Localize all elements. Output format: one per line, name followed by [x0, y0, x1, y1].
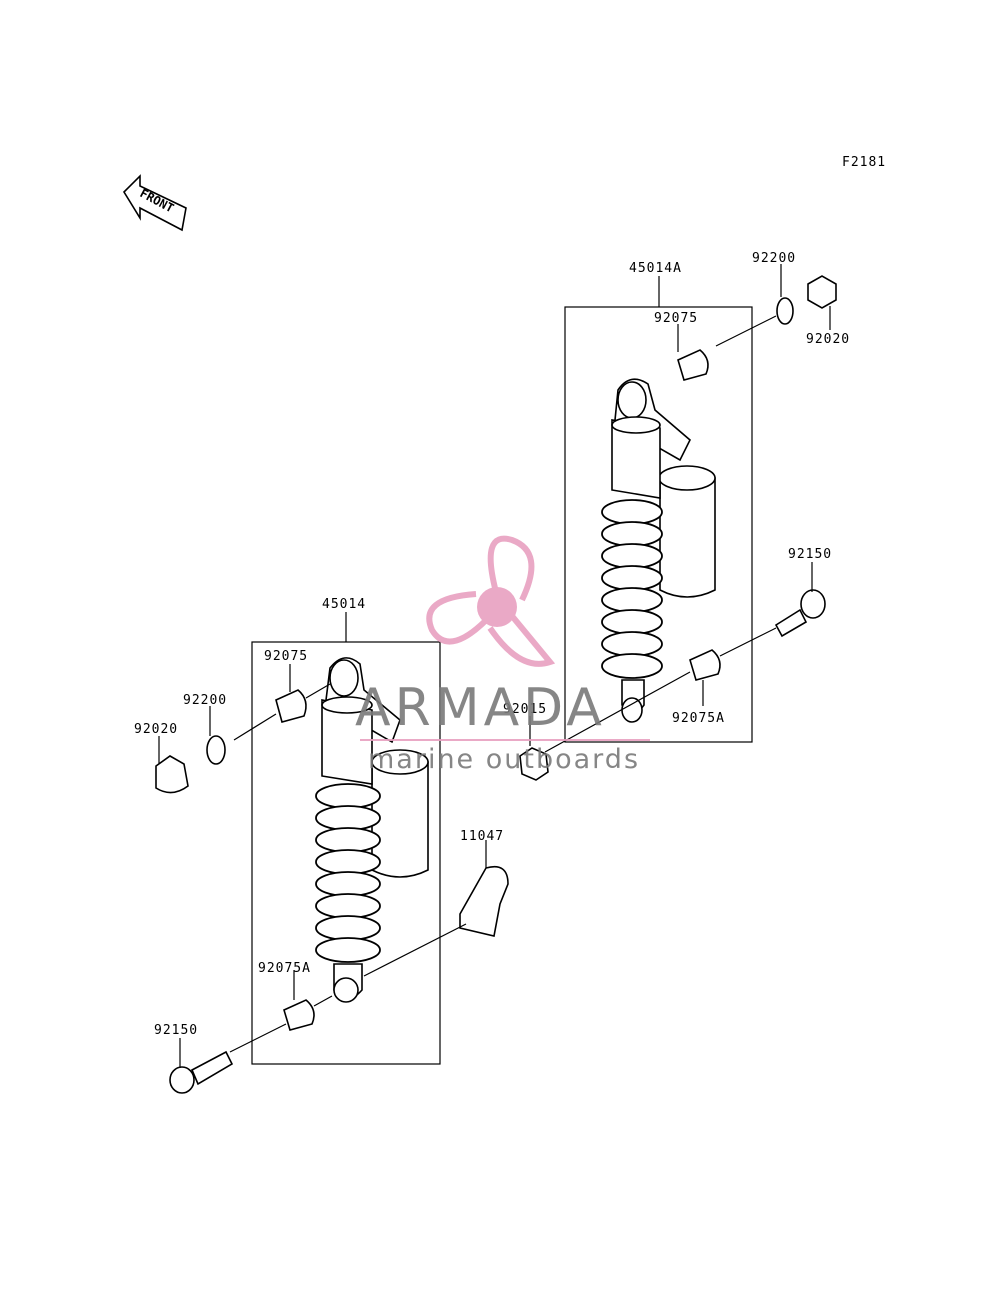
- watermark-brand: ARMADA: [355, 678, 606, 738]
- watermark-tagline: marine outboards: [368, 744, 640, 775]
- right-assembly-box: [564, 306, 753, 743]
- right-bush-bottom-icon: [689, 649, 721, 681]
- label-92200-left: 92200: [183, 693, 227, 708]
- right-shock-assembly: 45014A 92200 92020: [503, 251, 850, 781]
- label-92020-left: 92020: [134, 722, 178, 737]
- label-92150-left: 92150: [154, 1023, 198, 1038]
- left-shock-assembly: 45014 92075 92200: [134, 597, 509, 1094]
- label-92075-right: 92075: [654, 311, 698, 326]
- right-washer-icon: [776, 297, 794, 325]
- label-92075-left: 92075: [264, 649, 308, 664]
- left-nut-icon: [155, 755, 189, 794]
- label-45014: 45014: [322, 597, 366, 612]
- right-collar-icon: [519, 747, 549, 781]
- left-washer-icon: [206, 735, 226, 765]
- label-92200-right: 92200: [752, 251, 796, 266]
- right-bush-top-icon: [677, 349, 709, 381]
- label-92075A-left: 92075A: [258, 961, 311, 976]
- label-92150-right: 92150: [788, 547, 832, 562]
- right-bolt-icon: [774, 589, 826, 638]
- label-92015: 92015: [503, 702, 547, 717]
- left-bush-top-icon: [275, 689, 307, 723]
- propeller-logo-icon: [426, 535, 556, 667]
- label-92020-right: 92020: [806, 332, 850, 347]
- figure-code: F2181: [842, 155, 886, 170]
- label-92075A-right: 92075A: [672, 711, 725, 726]
- label-45014A: 45014A: [629, 261, 682, 276]
- left-bush-bottom-icon: [283, 999, 315, 1031]
- label-11047: 11047: [460, 829, 504, 844]
- right-nut-icon: [807, 275, 837, 309]
- bracket-icon: [459, 865, 509, 937]
- armada-watermark: ARMADA marine outboards: [355, 535, 650, 775]
- front-arrow-icon: FRONT: [122, 174, 187, 232]
- left-bolt-icon: [169, 1050, 234, 1094]
